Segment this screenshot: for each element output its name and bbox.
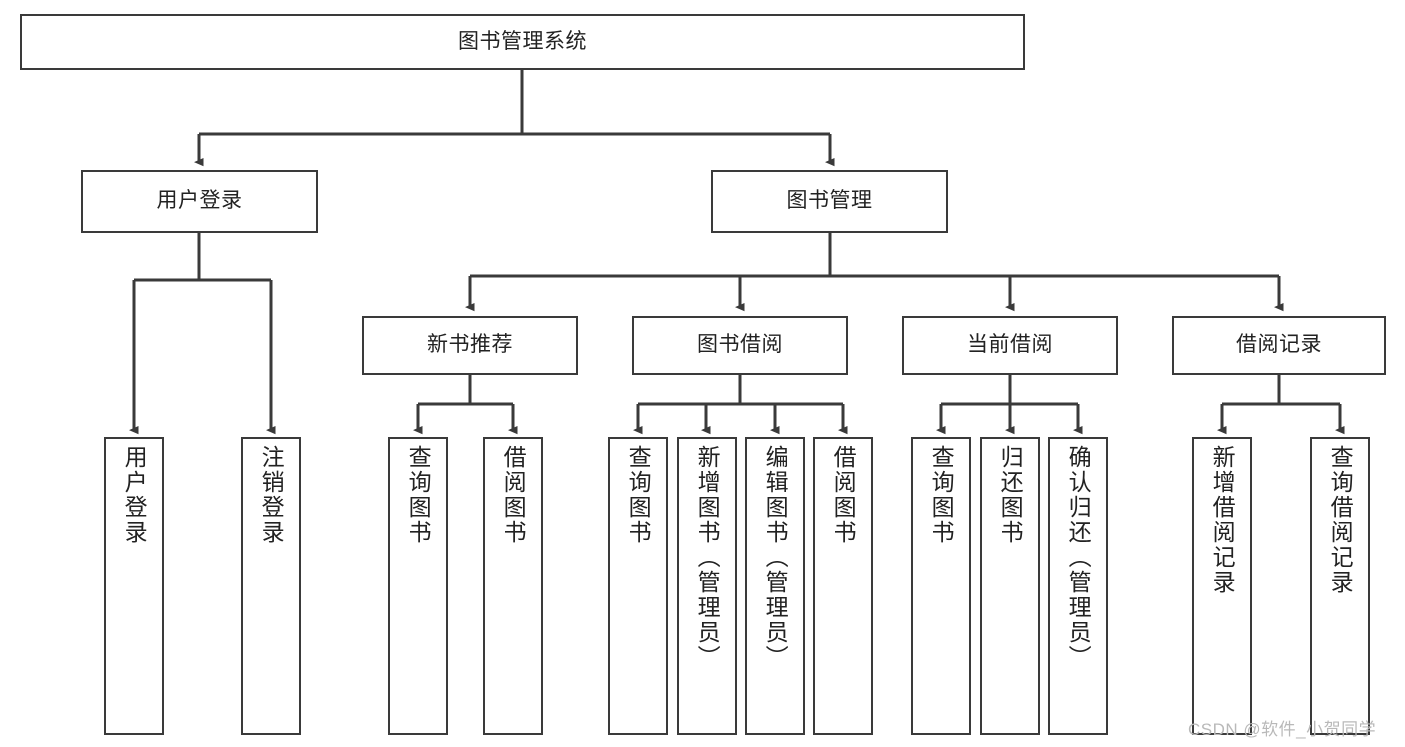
- leaf-borrow-book-1[interactable]: 借阅图书: [483, 437, 543, 735]
- leaf-return-book[interactable]: 归还图书: [980, 437, 1040, 735]
- leaf-query-record-label: 查询借阅记录: [1327, 445, 1354, 595]
- leaf-add-record[interactable]: 新增借阅记录: [1192, 437, 1252, 735]
- node-root-system[interactable]: 图书管理系统: [20, 14, 1025, 70]
- leaf-query-book-1-label: 查询图书: [405, 445, 432, 545]
- leaf-user-login[interactable]: 用户登录: [104, 437, 164, 735]
- leaf-logout-login[interactable]: 注销登录: [241, 437, 301, 735]
- leaf-query-book-1[interactable]: 查询图书: [388, 437, 448, 735]
- leaf-query-book-3-label: 查询图书: [928, 445, 955, 545]
- leaf-borrow-book-1-label: 借阅图书: [500, 445, 527, 545]
- leaf-add-record-label: 新增借阅记录: [1209, 445, 1236, 595]
- node-book-borrow-label: 图书借阅: [697, 333, 783, 357]
- leaf-return-book-label: 归还图书: [997, 445, 1024, 545]
- leaf-user-login-label: 用户登录: [121, 445, 148, 545]
- leaf-edit-book[interactable]: 编辑图书（管理员）: [745, 437, 805, 735]
- node-user-login[interactable]: 用户登录: [81, 170, 318, 233]
- leaf-query-record[interactable]: 查询借阅记录: [1310, 437, 1370, 735]
- node-new-book-recommend-label: 新书推荐: [427, 333, 513, 357]
- node-root-system-label: 图书管理系统: [458, 29, 587, 53]
- leaf-add-book[interactable]: 新增图书（管理员）: [677, 437, 737, 735]
- leaf-confirm-return-label: 确认归还（管理员）: [1065, 445, 1092, 670]
- leaf-add-book-label: 新增图书（管理员）: [694, 445, 721, 670]
- watermark-text: CSDN @软件_小贺同学: [1188, 720, 1377, 739]
- leaf-borrow-book-2[interactable]: 借阅图书: [813, 437, 873, 735]
- node-borrow-record[interactable]: 借阅记录: [1172, 316, 1386, 375]
- node-current-borrow[interactable]: 当前借阅: [902, 316, 1118, 375]
- leaf-query-book-2-label: 查询图书: [625, 445, 652, 545]
- node-book-management[interactable]: 图书管理: [711, 170, 948, 233]
- node-book-borrow[interactable]: 图书借阅: [632, 316, 848, 375]
- leaf-borrow-book-2-label: 借阅图书: [830, 445, 857, 545]
- node-current-borrow-label: 当前借阅: [967, 333, 1053, 357]
- node-book-management-label: 图书管理: [786, 189, 873, 213]
- node-new-book-recommend[interactable]: 新书推荐: [362, 316, 578, 375]
- leaf-query-book-3[interactable]: 查询图书: [911, 437, 971, 735]
- node-user-login-label: 用户登录: [156, 189, 243, 213]
- leaf-confirm-return[interactable]: 确认归还（管理员）: [1048, 437, 1108, 735]
- leaf-query-book-2[interactable]: 查询图书: [608, 437, 668, 735]
- node-borrow-record-label: 借阅记录: [1236, 333, 1322, 357]
- leaf-edit-book-label: 编辑图书（管理员）: [762, 445, 789, 670]
- leaf-logout-login-label: 注销登录: [258, 445, 285, 545]
